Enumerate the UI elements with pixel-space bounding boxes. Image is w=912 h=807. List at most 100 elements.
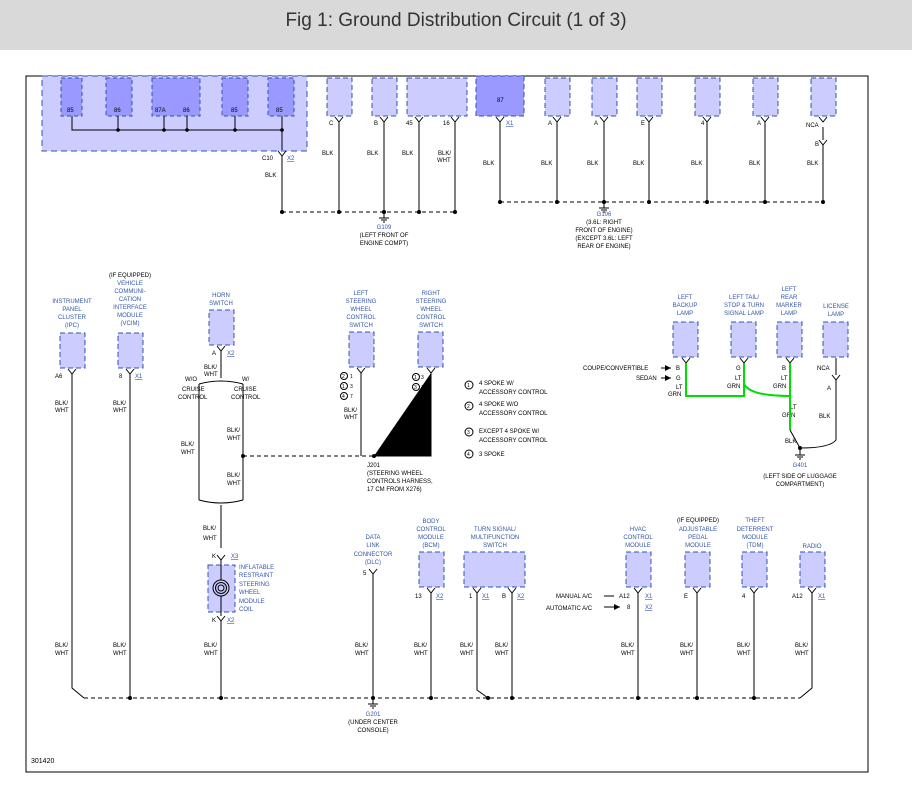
svg-text:GRN: GRN [727,384,740,390]
svg-text:DETERRENT: DETERRENT [737,527,774,533]
svg-text:W/O: W/O [185,377,197,383]
svg-text:CONTROL: CONTROL [416,527,446,533]
wire-color: BLK/ [438,151,451,157]
svg-text:AUTOMATIC A/C: AUTOMATIC A/C [546,606,593,612]
svg-text:MODULE: MODULE [685,543,711,549]
svg-text:3: 3 [467,430,470,436]
svg-text:G: G [676,376,681,382]
svg-text:WHT: WHT [113,651,127,657]
svg-text:(EXCEPT 3.6L: LEFT: (EXCEPT 3.6L: LEFT [575,236,633,242]
svg-text:(DLC): (DLC) [365,560,381,566]
svg-text:LT: LT [735,376,742,382]
svg-text:BLK/: BLK/ [680,643,693,649]
svg-text:LEFT: LEFT [354,291,369,297]
svg-text:BLK/: BLK/ [203,526,216,532]
svg-text:GRN: GRN [773,384,786,390]
svg-text:CONNECTOR: CONNECTOR [354,552,393,558]
svg-text:X2: X2 [436,594,444,600]
svg-text:INSTRUMENT: INSTRUMENT [52,299,92,305]
svg-text:ENGINE COMPT): ENGINE COMPT) [360,241,408,247]
svg-text:WHT: WHT [344,415,358,421]
svg-text:NCA: NCA [817,366,830,372]
svg-text:(IF EQUIPPED): (IF EQUIPPED) [677,518,719,524]
title-bar: Fig 1: Ground Distribution Circuit (1 of… [0,0,912,50]
svg-text:GRN: GRN [782,413,795,419]
svg-text:THEFT: THEFT [745,518,765,524]
svg-text:TURN SIGNAL/: TURN SIGNAL/ [474,527,516,533]
legend: 1 4 SPOKE W/ACCESSORY CONTROL 2 4 SPOKE … [464,380,548,459]
relay-pin: 85 [67,108,74,114]
relay-pin: 85 [231,108,238,114]
relay-connector-pin: C10 [262,156,274,162]
svg-text:CONTROL: CONTROL [346,315,376,321]
svg-text:(IF EQUIPPED): (IF EQUIPPED) [109,273,151,279]
rear-lamp-boxes [672,321,849,358]
svg-text:RIGHT: RIGHT [422,291,441,297]
svg-text:2: 2 [342,374,345,380]
relay-pin: 86 [114,108,121,114]
j201-label: J201 [367,463,381,469]
svg-text:CLUSTER: CLUSTER [58,315,87,321]
svg-text:CRUISE: CRUISE [182,387,205,393]
pin-label: 45 [406,121,413,127]
pin-label: B [815,142,819,148]
svg-text:LAMP: LAMP [828,312,844,318]
svg-text:13: 13 [415,594,422,600]
svg-text:STEERING: STEERING [239,582,270,588]
wire-color: BLK [322,151,333,157]
pin-label: NCA [806,123,819,129]
svg-text:17 CM FROM X276): 17 CM FROM X276) [367,487,422,493]
svg-text:WHT: WHT [414,651,428,657]
svg-text:(IPC): (IPC) [65,323,79,329]
svg-text:CONTROL: CONTROL [623,535,653,541]
wire-color: BLK [691,161,702,167]
svg-text:WHT: WHT [460,651,474,657]
svg-text:1: 1 [350,374,353,380]
pin-label: B [374,121,378,127]
svg-text:WHT: WHT [227,481,241,487]
svg-text:X1: X1 [818,594,826,600]
svg-text:STOP & TURN: STOP & TURN [724,303,764,309]
right-swc-label: RIGHT STEERING WHEEL CONTROL SWITCH [416,291,447,329]
bcm-label: BODY CONTROL MODULE (BCM) [416,519,446,549]
wire-color: BLK [587,161,598,167]
svg-text:CONTROL: CONTROL [416,315,446,321]
pin-label: A [548,121,552,127]
svg-text:MODULE: MODULE [117,313,143,319]
svg-text:WHT: WHT [113,408,127,414]
wire-color: WHT [437,158,451,164]
svg-text:(LEFT FRONT OF: (LEFT FRONT OF [360,233,409,239]
svg-text:LINK: LINK [366,543,379,549]
dlc-label: DATA LINK CONNECTOR (DLC) [354,535,393,566]
tdm-box [741,551,768,588]
relay-pin: 85 [276,108,283,114]
vcim-pin: 8 [119,374,123,380]
svg-text:SWITCH: SWITCH [349,323,373,329]
pin-label: A [757,121,761,127]
wire-color: BLK [367,151,378,157]
green-wires [685,363,791,430]
tsm-label: TURN SIGNAL/ MULTIFUNCTION SWITCH [471,527,520,549]
svg-text:X3: X3 [231,554,239,560]
svg-text:WHEEL: WHEEL [239,590,261,596]
pedal-box [684,551,711,588]
svg-text:CONTROL: CONTROL [231,395,261,401]
svg-text:X2: X2 [227,618,235,624]
svg-text:3 SPOKE: 3 SPOKE [479,452,505,458]
relay-pin-87: 87 [497,98,504,104]
svg-text:MANUAL A/C: MANUAL A/C [556,594,593,600]
svg-text:1: 1 [414,375,417,381]
svg-text:MODULE: MODULE [742,535,768,541]
backup-lamp-label: LEFT [678,295,693,301]
wire-color: BLK [807,161,818,167]
svg-text:(TDM): (TDM) [747,543,764,549]
svg-text:WHT: WHT [203,536,217,542]
svg-text:WHT: WHT [355,651,369,657]
svg-text:B: B [782,366,786,372]
svg-text:SWITCH: SWITCH [419,323,443,329]
svg-text:K: K [212,554,216,560]
svg-text:SWITCH: SWITCH [483,543,507,549]
svg-text:BLK/: BLK/ [414,643,427,649]
tsm-box [463,551,526,588]
svg-text:MARKER: MARKER [776,303,802,309]
